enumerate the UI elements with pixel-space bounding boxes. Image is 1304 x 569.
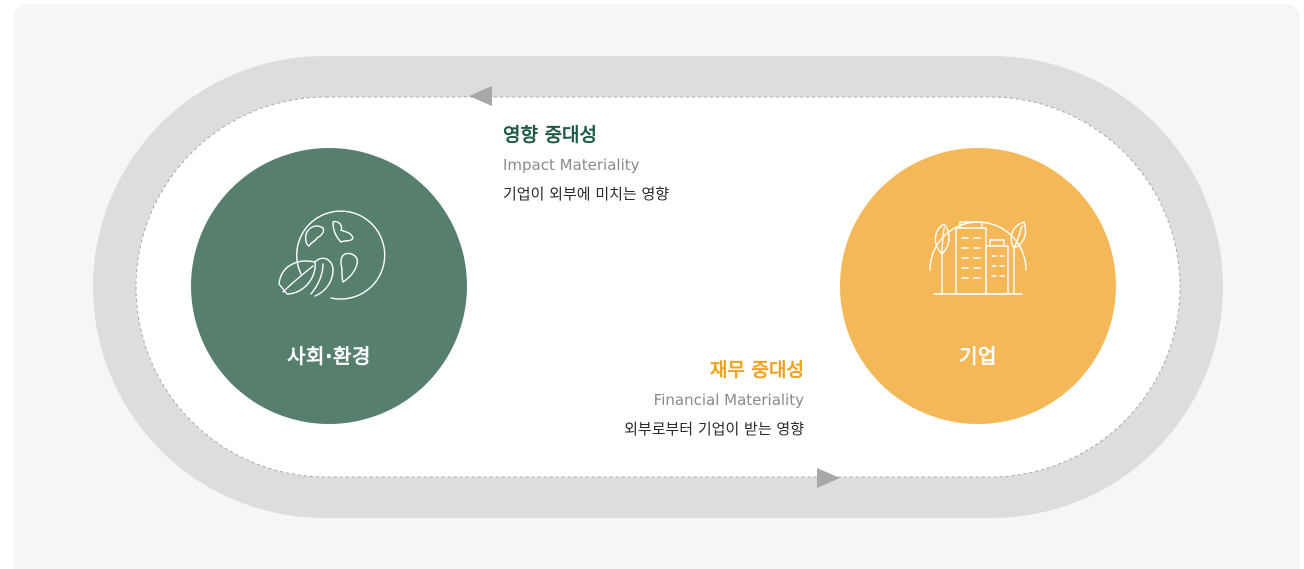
impact-materiality-title: 영향 중대성: [503, 124, 598, 146]
financial-materiality-description: 외부로부터 기업이 받는 영향: [624, 420, 804, 438]
financial-materiality-block: 재무 중대성 Financial Materiality 외부로부터 기업이 받…: [484, 356, 804, 443]
impact-materiality-description: 기업이 외부에 미치는 영향: [503, 185, 670, 203]
globe-with-leaf-icon: [278, 210, 386, 300]
company-label: 기업: [959, 344, 997, 368]
company-circle: 기업: [840, 148, 1116, 424]
impact-materiality-block: 영향 중대성 Impact Materiality 기업이 외부에 미치는 영향: [503, 121, 823, 208]
loop-dashed-path: [135, 96, 1181, 478]
impact-materiality-subtitle: Impact Materiality: [503, 156, 640, 174]
financial-materiality-title: 재무 중대성: [709, 359, 804, 381]
financial-materiality-subtitle: Financial Materiality: [653, 391, 804, 409]
society-environment-circle: 사회·환경: [191, 148, 467, 424]
impact-arrow-left-icon: [469, 86, 492, 106]
buildings-with-leaves-icon: [929, 221, 1027, 295]
society-environment-label: 사회·환경: [287, 344, 371, 368]
financial-arrow-right-icon: [817, 468, 840, 488]
